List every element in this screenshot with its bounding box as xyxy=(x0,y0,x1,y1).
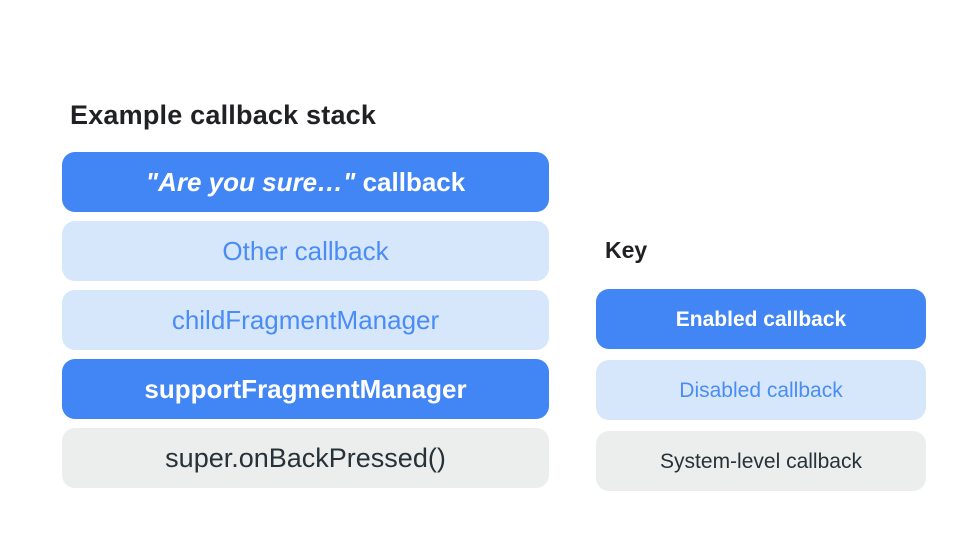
stack-item-label: childFragmentManager xyxy=(171,305,440,335)
key-item-system-level-callback: System-level callback xyxy=(596,431,926,491)
stack-item-label: Other callback xyxy=(222,236,389,266)
stack-item-label: supportFragmentManager xyxy=(144,374,467,404)
stack-item-label-rest: callback xyxy=(355,167,466,197)
key-item-label: Enabled callback xyxy=(675,307,847,331)
stack-item-are-you-sure-callback: "Are you sure…" callback xyxy=(62,152,549,212)
stack-title: Example callback stack xyxy=(70,100,377,130)
key-item-label: System-level callback xyxy=(660,449,862,473)
stack-item-child-fragment-manager: childFragmentManager xyxy=(62,290,549,350)
stack-item-other-callback: Other callback xyxy=(62,221,549,281)
key-item-disabled-callback: Disabled callback xyxy=(596,360,926,420)
key-title: Key xyxy=(605,237,648,263)
key-item-enabled-callback: Enabled callback xyxy=(596,289,926,349)
stack-item-super-on-back-pressed: super.onBackPressed() xyxy=(62,428,549,488)
stack-item-label: super.onBackPressed() xyxy=(165,442,446,473)
callback-stack: "Are you sure…" callback Other callback … xyxy=(62,152,549,488)
stack-item-label-quoted: "Are you sure…" xyxy=(145,167,356,197)
stack-item-support-fragment-manager: supportFragmentManager xyxy=(62,359,549,419)
key-legend: Enabled callback Disabled callback Syste… xyxy=(596,289,926,491)
key-item-label: Disabled callback xyxy=(679,378,843,402)
